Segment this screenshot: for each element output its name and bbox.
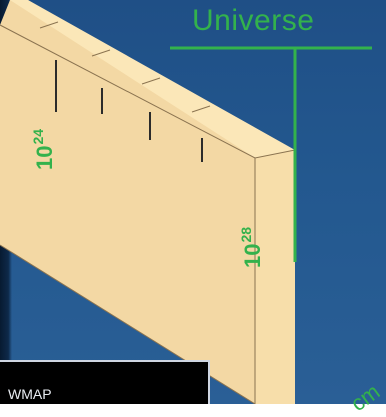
- wmap-label: WMAP: [8, 386, 52, 402]
- scale-label-small-base: 10: [32, 146, 57, 170]
- scale-label-large-base: 10: [240, 244, 265, 268]
- universe-label: Universe: [192, 4, 314, 38]
- scale-label-small: 1024: [30, 129, 58, 170]
- slab-diagram: [0, 0, 386, 404]
- scale-label-large: 1028: [238, 227, 266, 268]
- scale-label-small-exponent: 24: [30, 129, 46, 145]
- diagram-canvas: Universe 1024 1028 cm WMAP: [0, 0, 386, 404]
- slab-side-face: [255, 150, 295, 404]
- scale-label-large-exponent: 28: [238, 227, 254, 243]
